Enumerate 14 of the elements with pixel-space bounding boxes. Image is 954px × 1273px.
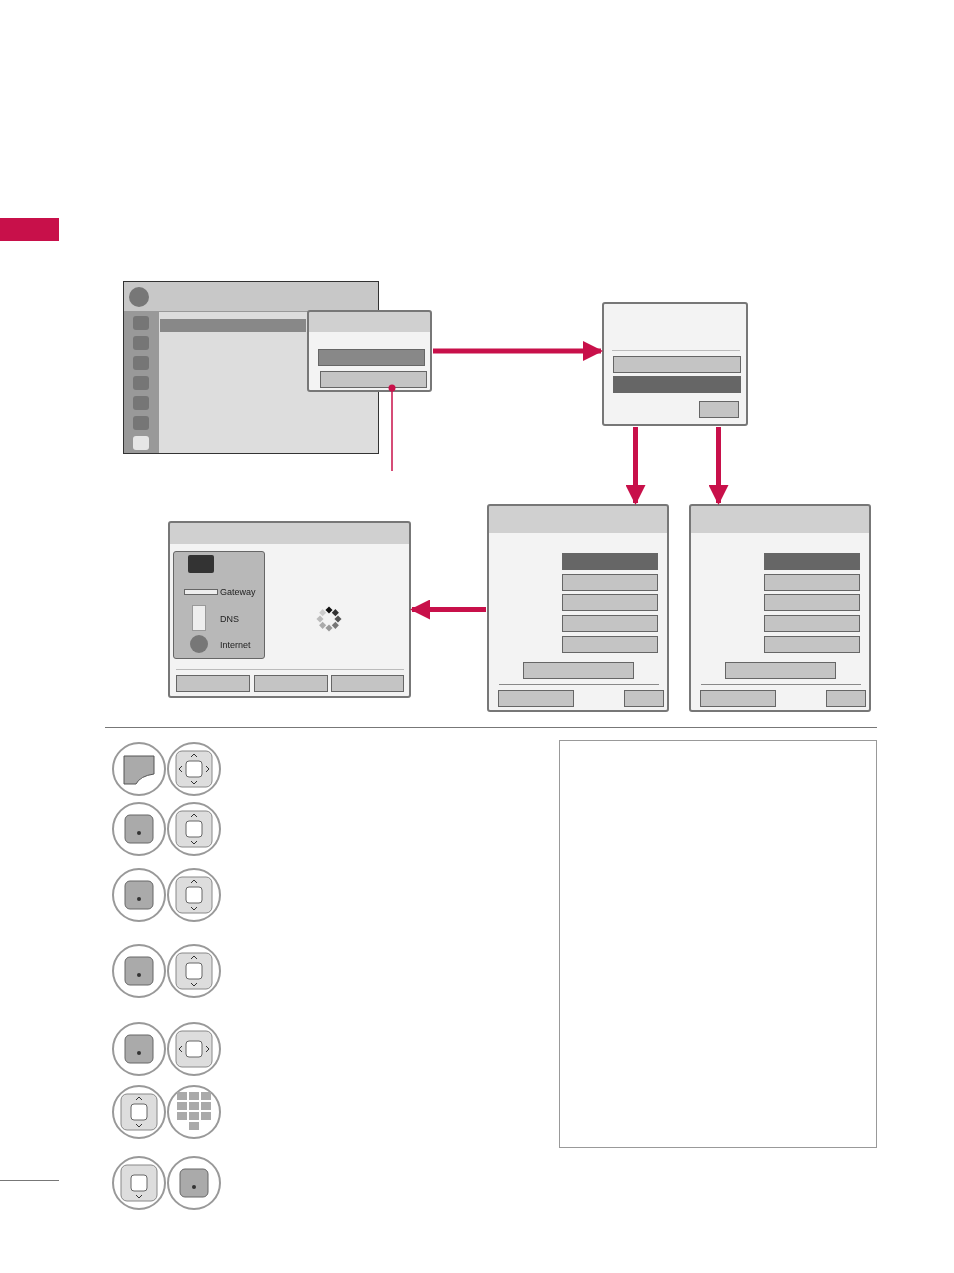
arrow [433, 341, 603, 361]
option-bar [320, 371, 427, 388]
step-label: DNS [220, 614, 250, 626]
dialog-screen [602, 302, 748, 426]
settings-screen [487, 504, 669, 712]
popup-menu [307, 310, 432, 392]
settings-screen [689, 504, 871, 712]
arrow [410, 599, 486, 620]
step-label: Gateway [220, 587, 270, 599]
arrow [708, 427, 729, 505]
arrow [625, 427, 646, 505]
leader-line [388, 384, 396, 472]
connection-test-screen [168, 521, 411, 698]
step-label: Internet [220, 640, 260, 652]
